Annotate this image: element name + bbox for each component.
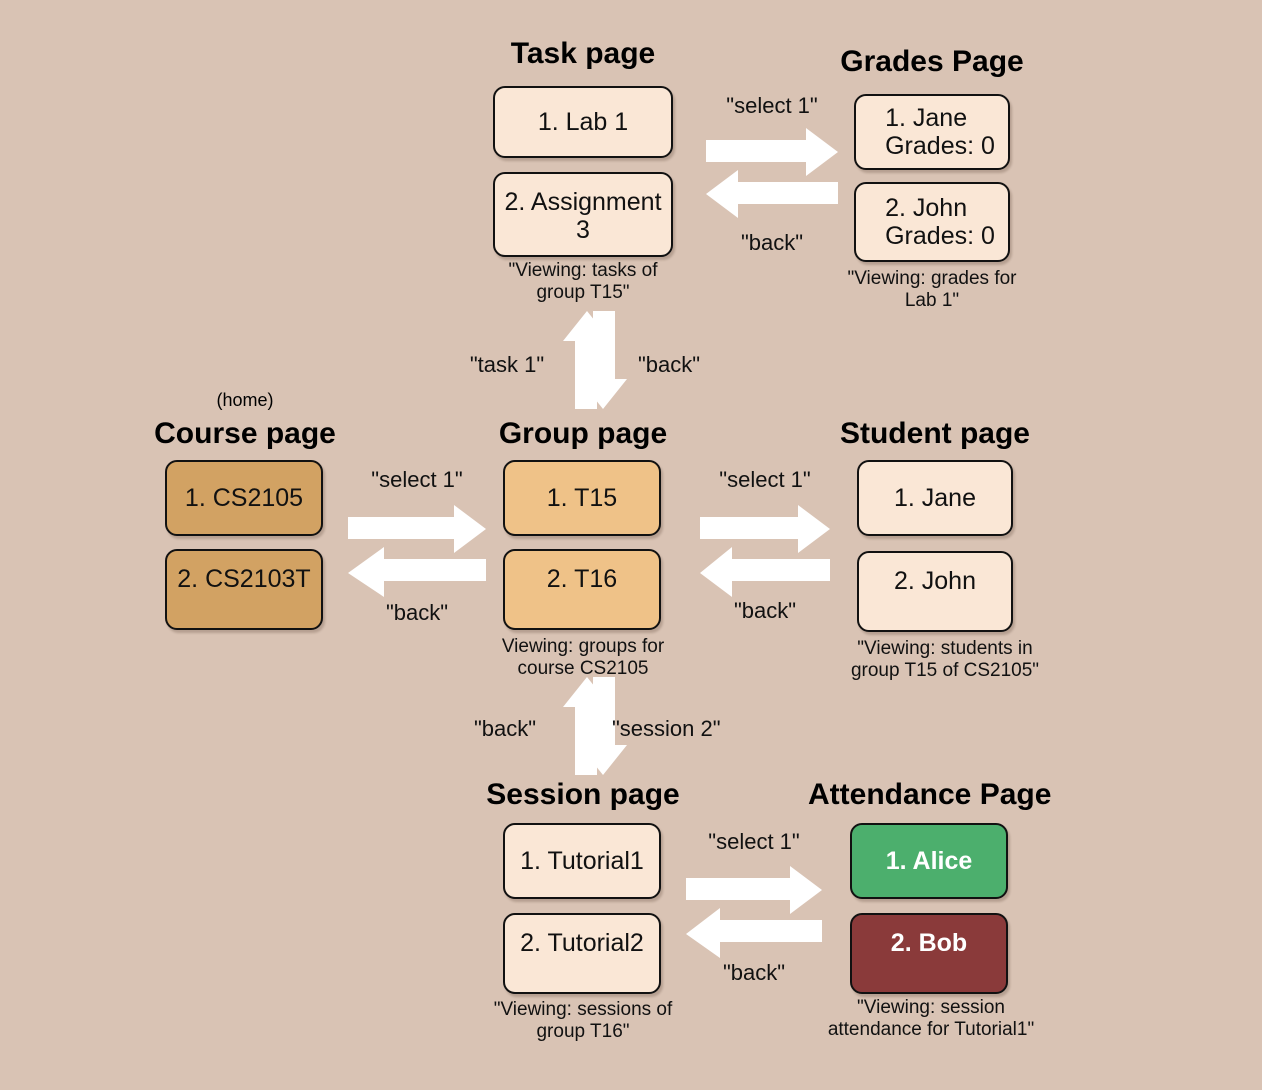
group-page-item-2[interactable]: 2. T16 [503, 549, 661, 630]
label-task-to-grades: "select 1" [726, 93, 818, 118]
node-course-page: (home) Course page 1. CS2105 2. CS2103T [128, 391, 362, 630]
arrow-left-grades-to-task [706, 170, 838, 218]
task-page-item-2-label: 2. Assignment 3 [504, 188, 662, 244]
session-page-item-2-label: 2. Tutorial2 [520, 929, 644, 957]
session-page-title: Session page [486, 778, 680, 811]
grades-page-caption: "Viewing: grades for Lab 1" [847, 268, 1017, 312]
group-page-item-2-label: 2. T16 [546, 565, 618, 593]
arrows-group-task [563, 311, 627, 409]
node-grades-page: Grades Page 1. Jane Grades: 0 2. John Gr… [818, 45, 1046, 311]
arrow-left-attendance-to-session [686, 908, 822, 958]
node-task-page: Task page 1. Lab 1 2. Assignment 3 "View… [466, 37, 700, 303]
task-page-caption: "Viewing: tasks of group T15" [508, 260, 658, 304]
attendance-page-title: Attendance Page [808, 778, 1052, 811]
arrow-left-group-to-course [348, 547, 486, 597]
student-page-title: Student page [839, 417, 1030, 450]
grades-page-title: Grades Page [840, 45, 1024, 78]
arrows-task-grades [706, 128, 838, 226]
task-page-item-2[interactable]: 2. Assignment 3 [493, 172, 673, 257]
attendance-page-item-2[interactable]: 2. Bob [850, 913, 1008, 994]
arrow-right-task-to-grades [706, 128, 838, 176]
grades-page-item-1-label: 1. Jane Grades: 0 [885, 104, 995, 160]
student-page-item-1-label: 1. Jane [893, 484, 976, 512]
course-page-item-1[interactable]: 1. CS2105 [165, 460, 323, 536]
label-group-to-course: "back" [385, 600, 449, 625]
node-student-page: Student page 1. Jane 2. John "Viewing: s… [818, 417, 1052, 681]
student-page-item-2[interactable]: 2. John [857, 551, 1013, 632]
arrow-right-course-to-group [348, 505, 486, 553]
course-page-item-2-label: 2. CS2103T [177, 565, 311, 593]
session-page-item-2[interactable]: 2. Tutorial2 [503, 913, 661, 994]
course-page-home-tag: (home) [216, 390, 274, 410]
label-student-to-group: "back" [733, 598, 797, 623]
group-page-caption: Viewing: groups for course CS2105 [501, 636, 665, 680]
attendance-page-item-1[interactable]: 1. Alice [850, 823, 1008, 899]
session-page-item-1[interactable]: 1. Tutorial1 [503, 823, 661, 899]
arrows-session-attendance [686, 866, 822, 964]
student-page-caption: "Viewing: students in group T15 of CS210… [850, 638, 1040, 682]
label-session-to-group: "back" [473, 716, 537, 741]
arrows-group-student [700, 505, 830, 603]
label-group-to-student: "select 1" [719, 467, 811, 492]
task-page-item-1[interactable]: 1. Lab 1 [493, 86, 673, 158]
label-group-to-task: "task 1" [469, 352, 545, 377]
arrow-right-group-to-student [700, 505, 830, 553]
arrows-group-session [563, 677, 627, 775]
student-page-item-2-label: 2. John [893, 567, 976, 595]
grades-page-item-2-label: 2. John Grades: 0 [885, 194, 995, 250]
label-grades-to-task: "back" [740, 230, 804, 255]
arrows-course-group [348, 505, 486, 603]
arrow-down-task-to-group [579, 311, 627, 409]
label-attendance-to-session: "back" [722, 960, 786, 985]
course-page-item-2[interactable]: 2. CS2103T [165, 549, 323, 630]
student-page-item-1[interactable]: 1. Jane [857, 460, 1013, 536]
attendance-page-caption: "Viewing: session attendance for Tutoria… [827, 997, 1035, 1041]
node-group-page: Group page 1. T15 2. T16 Viewing: groups… [466, 417, 700, 679]
session-page-caption: "Viewing: sessions of group T16" [493, 999, 673, 1043]
arrow-left-student-to-group [700, 547, 830, 597]
course-page-item-1-label: 1. CS2105 [184, 484, 304, 512]
group-page-item-1-label: 1. T15 [546, 484, 618, 512]
session-page-item-1-label: 1. Tutorial1 [520, 847, 644, 875]
course-page-title: Course page [154, 417, 336, 450]
label-course-to-group: "select 1" [371, 467, 463, 492]
node-attendance-page: Attendance Page 1. Alice 2. Bob "Viewing… [808, 778, 1052, 1040]
attendance-page-item-2-label: 2. Bob [890, 929, 968, 957]
label-task-to-group: "back" [637, 352, 701, 377]
label-group-to-session: "session 2" [612, 716, 721, 741]
node-session-page: Session page 1. Tutorial1 2. Tutorial2 "… [466, 778, 700, 1042]
group-page-title: Group page [498, 417, 668, 450]
arrow-down-group-to-session [579, 677, 627, 775]
attendance-page-item-1-label: 1. Alice [885, 847, 973, 875]
arrow-right-session-to-attendance [686, 866, 822, 914]
task-page-title: Task page [510, 37, 656, 70]
grades-page-item-1[interactable]: 1. Jane Grades: 0 [854, 94, 1010, 170]
label-session-to-attendance: "select 1" [708, 829, 800, 854]
group-page-item-1[interactable]: 1. T15 [503, 460, 661, 536]
task-page-item-1-label: 1. Lab 1 [537, 108, 629, 136]
grades-page-item-2[interactable]: 2. John Grades: 0 [854, 182, 1010, 262]
